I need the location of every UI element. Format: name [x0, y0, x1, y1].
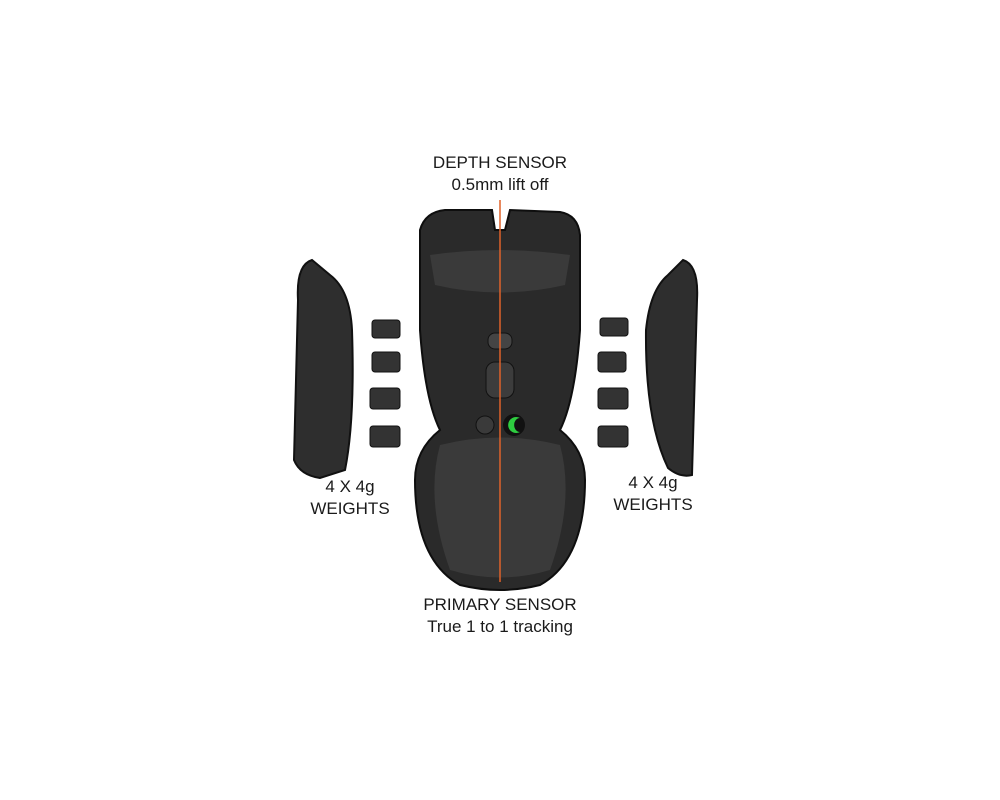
depth-sensor-detail: 0.5mm lift off	[451, 175, 549, 194]
primary-sensor-title: PRIMARY SENSOR	[423, 595, 577, 614]
right-side-panel	[644, 258, 699, 477]
status-led	[508, 417, 520, 433]
weights-left-label: 4 X 4g WEIGHTS	[295, 476, 405, 520]
weights-left	[369, 319, 401, 448]
depth-sensor-title: DEPTH SENSOR	[432, 153, 568, 172]
connect-button	[475, 415, 495, 435]
weights-right-count: 4 X 4g	[628, 473, 678, 492]
primary-sensor-detail: True 1 to 1 tracking	[427, 617, 573, 636]
weights-right-title: WEIGHTS	[613, 495, 693, 514]
weights-left-title: WEIGHTS	[310, 499, 390, 518]
left-side-panel	[292, 258, 354, 480]
depth-sensor-label: DEPTH SENSOR 0.5mm lift off	[400, 152, 600, 196]
weights-left-count: 4 X 4g	[325, 477, 375, 496]
weights-right	[597, 317, 629, 448]
primary-sensor-label: PRIMARY SENSOR True 1 to 1 tracking	[390, 594, 610, 638]
weights-right-label: 4 X 4g WEIGHTS	[598, 472, 708, 516]
